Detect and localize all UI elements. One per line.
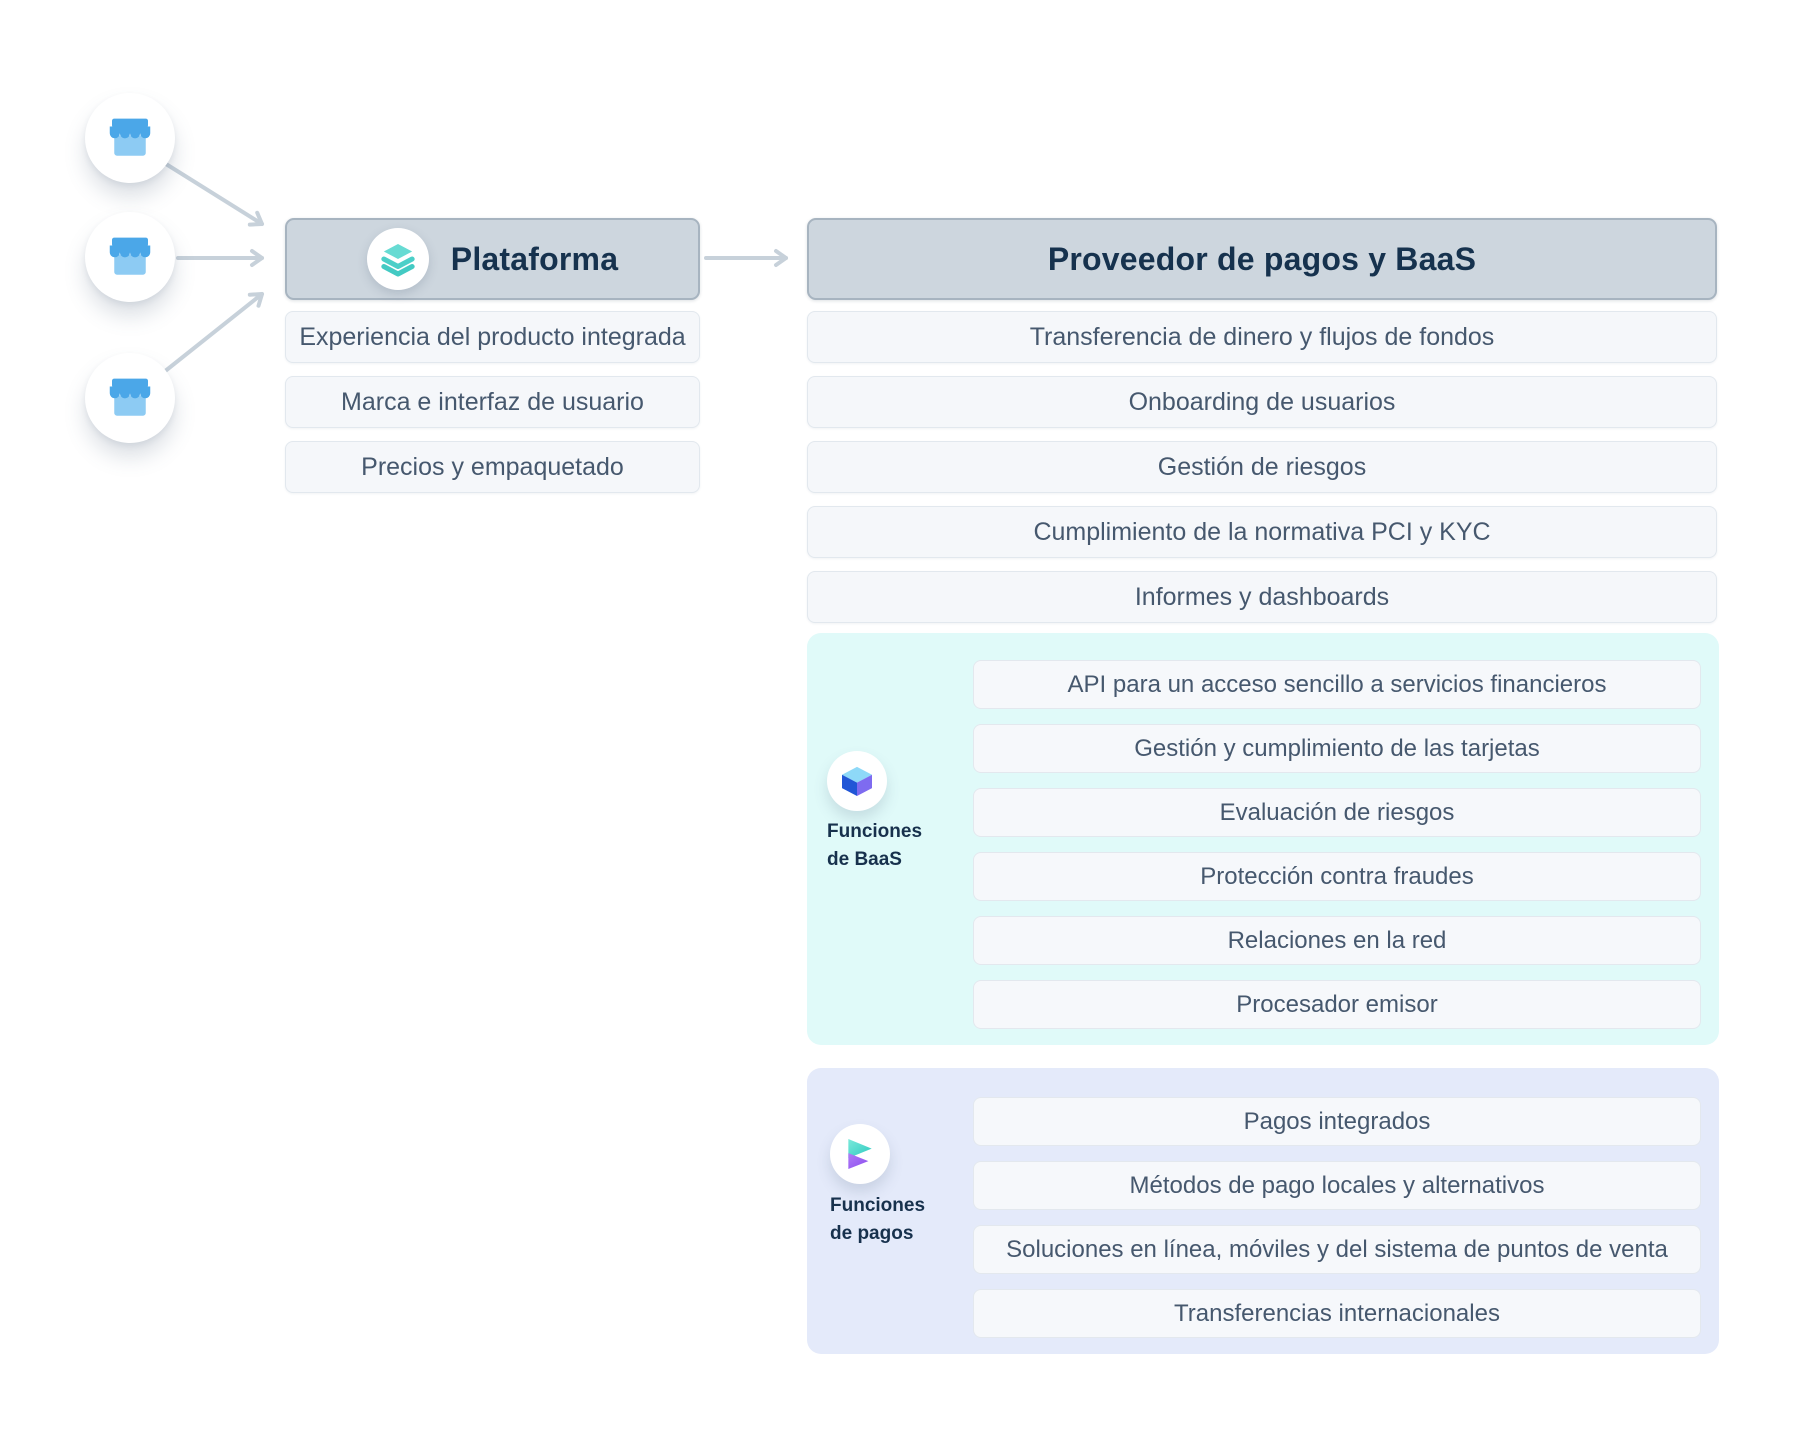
layers-icon xyxy=(381,244,415,277)
platform-row: Precios y empaquetado xyxy=(285,441,700,493)
payments-row: Soluciones en línea, móviles y del siste… xyxy=(973,1225,1701,1274)
baas-label-line2: de BaaS xyxy=(827,849,902,870)
provider-row: Transferencia de dinero y flujos de fond… xyxy=(807,311,1717,363)
cube-3d-icon xyxy=(842,766,872,796)
provider-row: Informes y dashboards xyxy=(807,571,1717,623)
platform-row: Experiencia del producto integrada xyxy=(285,311,700,363)
merchant-circle-3 xyxy=(85,353,175,443)
payments-row: Transferencias internacionales xyxy=(973,1289,1701,1338)
payments-row: Pagos integrados xyxy=(973,1097,1701,1146)
platform-header: Plataforma xyxy=(285,218,700,300)
baas-row: Protección contra fraudes xyxy=(973,852,1701,901)
baas-row: Evaluación de riesgos xyxy=(973,788,1701,837)
baas-row: Gestión y cumplimiento de las tarjetas xyxy=(973,724,1701,773)
storefront-icon xyxy=(109,118,151,156)
payments-icon-circle xyxy=(830,1124,890,1184)
platform-title: Plataforma xyxy=(450,240,619,277)
merchant-circle-1 xyxy=(85,93,175,183)
payments-label-line1: Funciones xyxy=(830,1195,926,1216)
provider-header: Proveedor de pagos y BaaS xyxy=(807,218,1717,300)
arrow-merchant-3 xyxy=(162,292,264,374)
baas-row: Procesador emisor xyxy=(973,980,1701,1029)
baas-row: API para un acceso sencillo a servicios … xyxy=(973,660,1701,709)
baas-row: Relaciones en la red xyxy=(973,916,1701,965)
provider-row: Cumplimiento de la normativa PCI y KYC xyxy=(807,506,1717,558)
storefront-icon xyxy=(109,378,151,416)
payments-row: Métodos de pago locales y alternativos xyxy=(973,1161,1701,1210)
arrow-merchant-1 xyxy=(164,162,264,227)
merchant-circle-2 xyxy=(85,212,175,302)
storefront-icon xyxy=(109,237,151,275)
provider-row: Gestión de riesgos xyxy=(807,441,1717,493)
baas-label: Funciones de BaaS xyxy=(827,818,922,874)
platform-row: Marca e interfaz de usuario xyxy=(285,376,700,428)
payments-label: Funciones de pagos xyxy=(830,1192,925,1248)
baas-label-line1: Funciones xyxy=(827,821,923,842)
payments-arrows-icon xyxy=(848,1139,872,1169)
provider-row: Onboarding de usuarios xyxy=(807,376,1717,428)
platform-icon-circle xyxy=(366,228,429,290)
provider-title: Proveedor de pagos y BaaS xyxy=(1047,240,1477,277)
payments-label-line2: de pagos xyxy=(830,1223,914,1244)
baas-icon-circle xyxy=(827,751,887,811)
